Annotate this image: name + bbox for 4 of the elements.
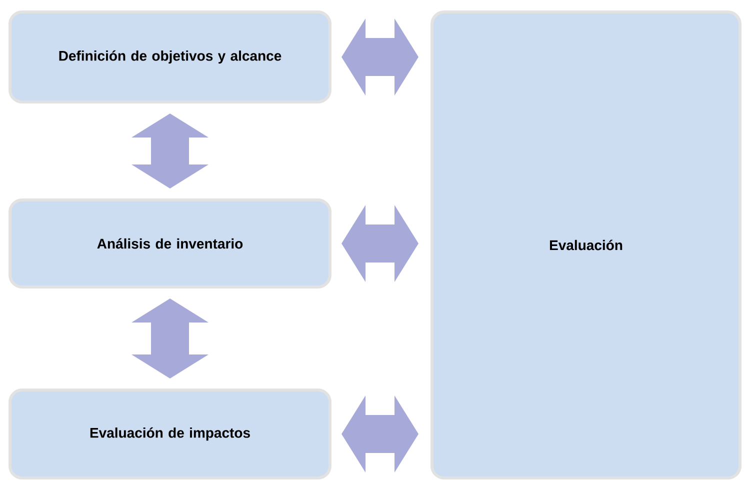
process-box: Evaluación de impactos	[8, 388, 332, 480]
process-box: Evaluación	[430, 10, 742, 480]
process-box: Análisis de inventario	[8, 198, 332, 288]
process-box: Definición de objetivos y alcance	[8, 10, 332, 104]
